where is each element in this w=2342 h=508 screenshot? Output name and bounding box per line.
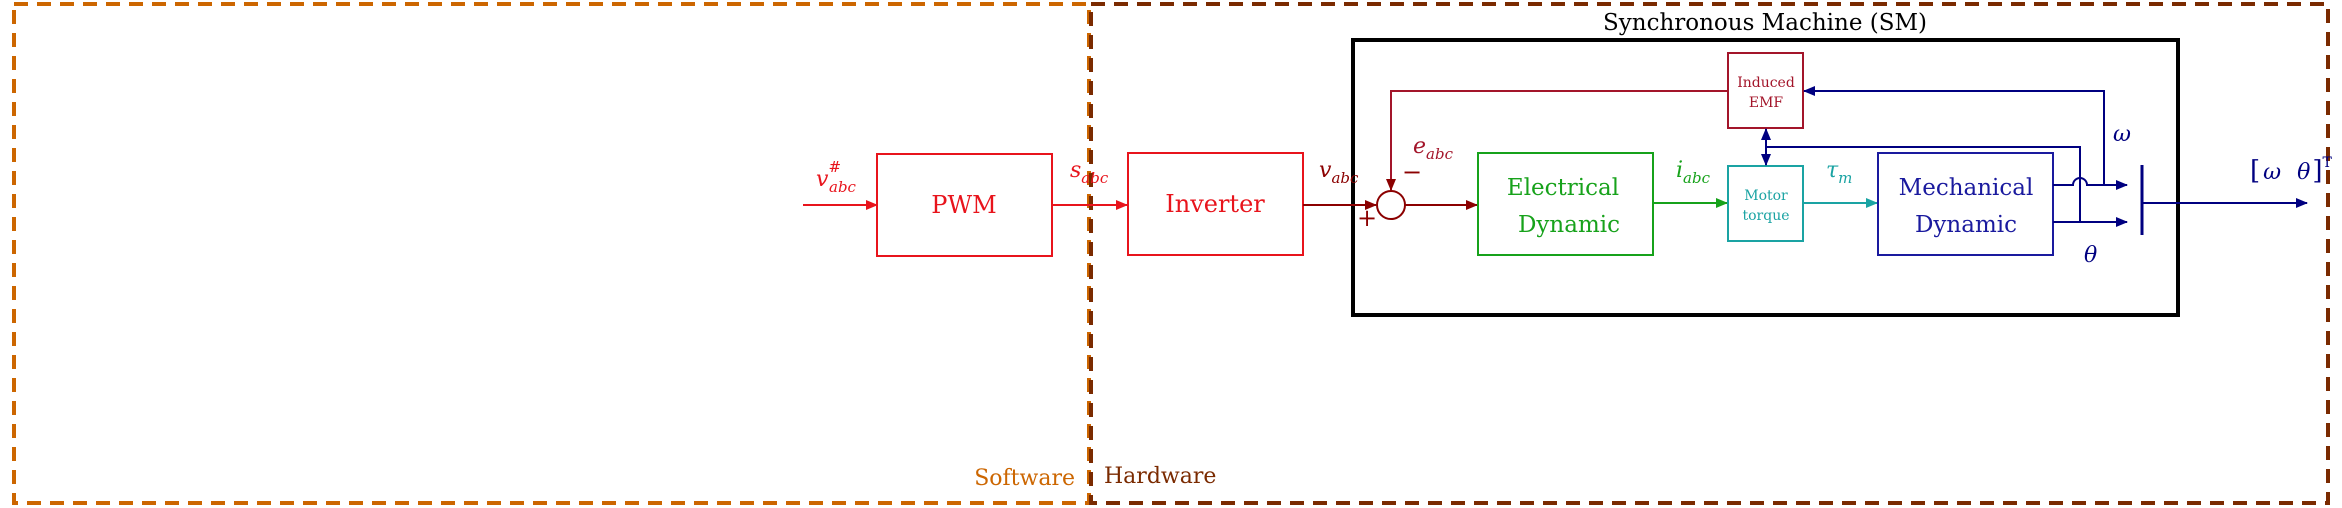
- electrical-dynamic-block: [1477, 152, 1654, 256]
- plus-sign: +: [1357, 204, 1377, 232]
- hardware-label: Hardware: [1104, 464, 1216, 489]
- torque-line2: torque: [1742, 208, 1789, 224]
- emf-feedback-line: [1386, 90, 1728, 191]
- i-label: iabc: [1676, 158, 1711, 187]
- s-base: s: [1070, 158, 1081, 183]
- i-base: i: [1676, 158, 1683, 183]
- vref-sub: abc: [829, 178, 857, 196]
- v-sub: abc: [1331, 169, 1359, 187]
- omega-line: [2053, 177, 2128, 190]
- omega-to-emf-line: [1803, 86, 2105, 185]
- output-theta: θ: [2297, 160, 2310, 185]
- emf-line1: Induced: [1737, 75, 1795, 91]
- v-base: v: [1319, 158, 1332, 183]
- electrical-line1: Electrical: [1507, 175, 1619, 201]
- mechanical-line2: Dynamic: [1915, 212, 2017, 238]
- output-close: ]: [2312, 156, 2322, 186]
- software-region: [12, 2, 1091, 505]
- output-open: [: [2250, 156, 2260, 186]
- tau-label: τm: [1826, 158, 1852, 187]
- output-sup: T: [2323, 155, 2333, 171]
- electrical-line2: Dynamic: [1518, 212, 1620, 238]
- motor-torque-label: Motor torque: [1742, 188, 1789, 224]
- e-base: e: [1413, 134, 1426, 159]
- pwm-label: PWM: [931, 191, 996, 219]
- vref-label: v# abc: [816, 158, 857, 196]
- torque-line1: Motor: [1744, 188, 1788, 204]
- theta-label: θ: [2084, 243, 2097, 268]
- minus-sign: −: [1402, 158, 1422, 186]
- mechanical-line1: Mechanical: [1899, 175, 2034, 201]
- sm-frame: [1351, 38, 2180, 317]
- tau-base: τ: [1826, 158, 1839, 183]
- i-sub: abc: [1683, 169, 1711, 187]
- e-label: eabc: [1413, 134, 1454, 163]
- s-label: sabc: [1070, 158, 1109, 187]
- hardware-region: [1089, 2, 2330, 505]
- omega-label: ω: [2113, 122, 2131, 147]
- summing-junction: [1376, 190, 1406, 220]
- emf-line2: EMF: [1749, 95, 1784, 111]
- output-omega: ω: [2263, 160, 2281, 185]
- v-label: vabc: [1319, 158, 1359, 187]
- mechanical-dynamic-block: [1877, 152, 2054, 256]
- theta-feedback-line: [1766, 146, 2081, 222]
- s-sub: abc: [1081, 169, 1109, 187]
- software-label: Software: [974, 466, 1075, 491]
- inverter-label: Inverter: [1165, 190, 1265, 218]
- tau-sub: m: [1838, 169, 1852, 187]
- sm-title: Synchronous Machine (SM): [1603, 10, 1927, 36]
- e-sub: abc: [1426, 145, 1454, 163]
- vref-base: v: [816, 167, 829, 192]
- vref-sup: #: [828, 158, 841, 176]
